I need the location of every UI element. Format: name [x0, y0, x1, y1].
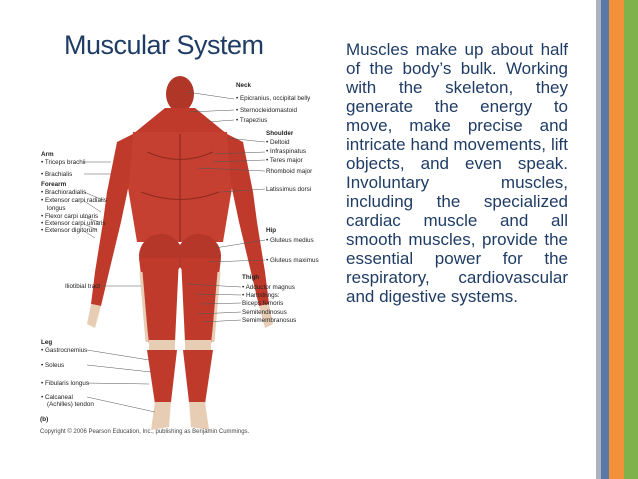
label-thigh: Thigh	[242, 274, 259, 281]
figure-copyright: Copyright © 2006 Pearson Education, Inc.…	[40, 429, 250, 435]
label-latissimus: Latissimus dorsi	[266, 186, 311, 193]
figure-tag: (b)	[40, 416, 49, 423]
label-forearm: Forearm	[41, 181, 67, 188]
label-triceps: • Triceps brachii	[41, 159, 86, 166]
slide-title: Muscular System	[64, 30, 264, 60]
muscle-body-illustration	[87, 76, 273, 430]
label-extensor-digitorum: • Extensor digitorum	[41, 227, 97, 234]
label-trapezius: • Trapezius	[236, 117, 267, 124]
label-brachialis: • Brachialis	[41, 171, 72, 178]
label-extensor-carpi-radialis-2: longus	[47, 205, 66, 212]
label-hip: Hip	[266, 227, 276, 234]
label-achilles-tendon: (Achilles) tendon	[47, 401, 94, 408]
label-gluteus-medius: • Gluteus medius	[266, 237, 314, 244]
label-gastrocnemius: • Gastrocnemius	[41, 347, 87, 354]
label-rhomboid: Rhomboid major	[266, 168, 312, 175]
slide-body-text: Muscles make up about half of the body’s…	[346, 40, 568, 306]
label-neck: Neck	[236, 82, 252, 89]
label-brachioradialis: • Brachioradialis	[41, 189, 86, 196]
label-adductor-magnus: • Adductor magnus	[242, 284, 295, 291]
label-flexor-carpi-ulnaris: • Flexor carpi ulnaris	[41, 213, 98, 220]
label-teres-major: • Teres major	[266, 157, 303, 164]
label-sternocleidomastoid: • Sternocleidomastoid	[236, 107, 298, 114]
label-epicranius: • Epicranius, occipital belly	[236, 95, 311, 102]
label-deltoid: • Deltoid	[266, 139, 290, 146]
leader-lines	[83, 91, 266, 413]
label-shoulder: Shoulder	[266, 130, 294, 137]
stripe-gray	[596, 0, 601, 479]
label-fibularis-longus: • Fibularis longus	[41, 380, 89, 387]
label-infraspinatus: • Infraspinatus	[266, 148, 306, 155]
label-hamstrings: • Hamstrings:	[242, 292, 280, 299]
label-arm: Arm	[41, 151, 54, 158]
stripe-green	[624, 0, 638, 479]
label-semimembranosus: Semimembranosus	[242, 317, 296, 324]
label-calcaneal: • Calcaneal	[41, 394, 73, 401]
label-semitendinosus: Semitendinosus	[242, 309, 287, 316]
muscular-system-figure: Neck • Epicranius, occipital belly • Ste…	[41, 76, 319, 430]
stripe-orange	[609, 0, 624, 479]
label-extensor-carpi-ulnaris: • Extensor carpi ulnaris	[41, 220, 106, 227]
label-extensor-carpi-radialis: • Extensor carpi radialis	[41, 197, 107, 204]
label-iliotibial-tract: Iliotibial tract	[65, 283, 100, 290]
label-biceps-femoris: Biceps femoris	[242, 300, 283, 307]
label-soleus: • Soleus	[41, 362, 64, 369]
label-gluteus-maximus: • Gluteus maximus	[266, 257, 319, 264]
stripe-blue	[601, 0, 609, 479]
label-leg: Leg	[41, 339, 52, 346]
